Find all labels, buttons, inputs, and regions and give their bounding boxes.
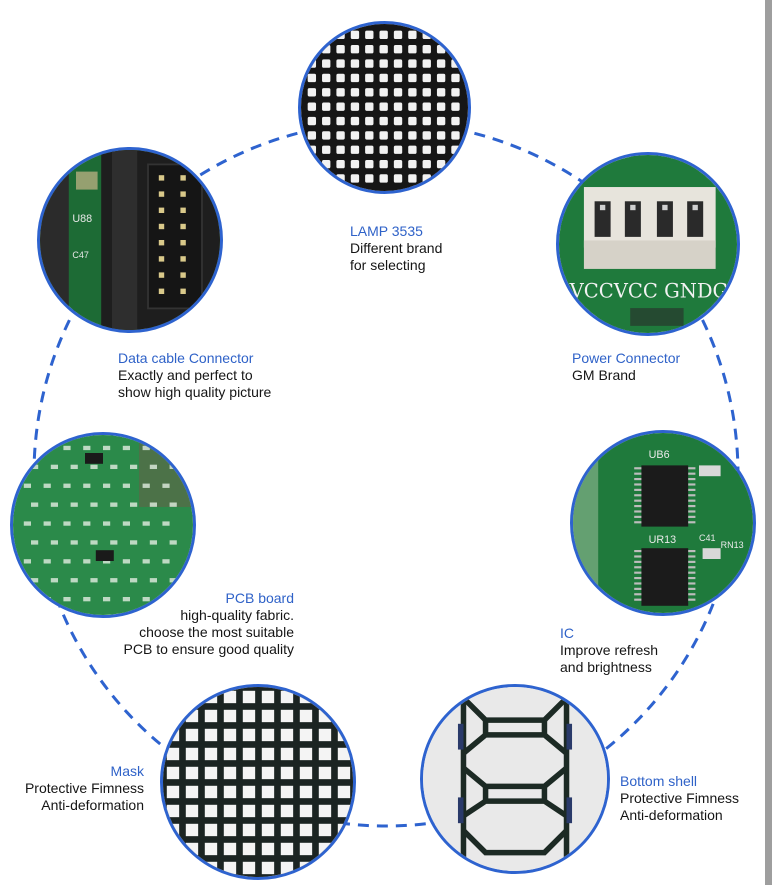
lamp-3535-photo: [298, 21, 471, 194]
mask-title: Mask: [110, 763, 144, 779]
chip-label: UR13: [649, 534, 677, 546]
power-connector-description: GM Brand: [572, 367, 636, 383]
power-connector-title: Power Connector: [572, 350, 681, 366]
chip-label: UB6: [649, 449, 670, 461]
mask-description: Protective Fimness Anti-deformation: [24, 780, 144, 813]
pcb-caption: PCB board high-quality fabric. choose th…: [124, 590, 294, 658]
data-cable-connector-photo: U88 C47: [37, 147, 223, 333]
ic-description: Improve refresh and brightness: [560, 642, 659, 675]
data-connector-caption: Data cable Connector Exactly and perfect…: [118, 350, 271, 401]
power-connector-caption: Power Connector GM Brand: [572, 350, 680, 384]
data-connector-title: Data cable Connector: [118, 350, 254, 366]
chip-label: RN13: [721, 540, 744, 550]
bottom-shell-title: Bottom shell: [620, 773, 698, 789]
mask-caption: Mask Protective Fimness Anti-deformation: [25, 763, 144, 814]
pcb-board-photo: [10, 432, 196, 618]
lamp-caption: LAMP 3535 Different brand for selecting: [350, 223, 442, 274]
lamp-description: Different brand for selecting: [350, 240, 443, 273]
ic-caption: IC Improve refresh and brightness: [560, 625, 658, 676]
data-connector-description: Exactly and perfect to show high quality…: [118, 367, 272, 400]
chip-label: U88: [72, 213, 92, 225]
right-frame-edge: [765, 0, 772, 885]
mask-photo: [160, 684, 356, 880]
pcb-description: high-quality fabric. choose the most sui…: [123, 607, 294, 657]
ic-title: IC: [560, 625, 574, 641]
bottom-shell-caption: Bottom shell Protective Fimness Anti-def…: [620, 773, 739, 824]
chip-label: C41: [699, 533, 716, 543]
pcb-title: PCB board: [225, 590, 294, 606]
ic-photo: UB6 UR13 C41 RN13: [570, 430, 756, 616]
chip-label: C47: [72, 250, 89, 260]
lamp-title: LAMP 3535: [350, 223, 423, 239]
bottom-shell-description: Protective Fimness Anti-deformation: [620, 790, 740, 823]
power-connector-photo: VCCVCC GNDGN: [556, 152, 740, 336]
bottom-shell-photo: [420, 684, 610, 874]
power-pin-labels: VCCVCC GNDGN: [569, 279, 737, 302]
